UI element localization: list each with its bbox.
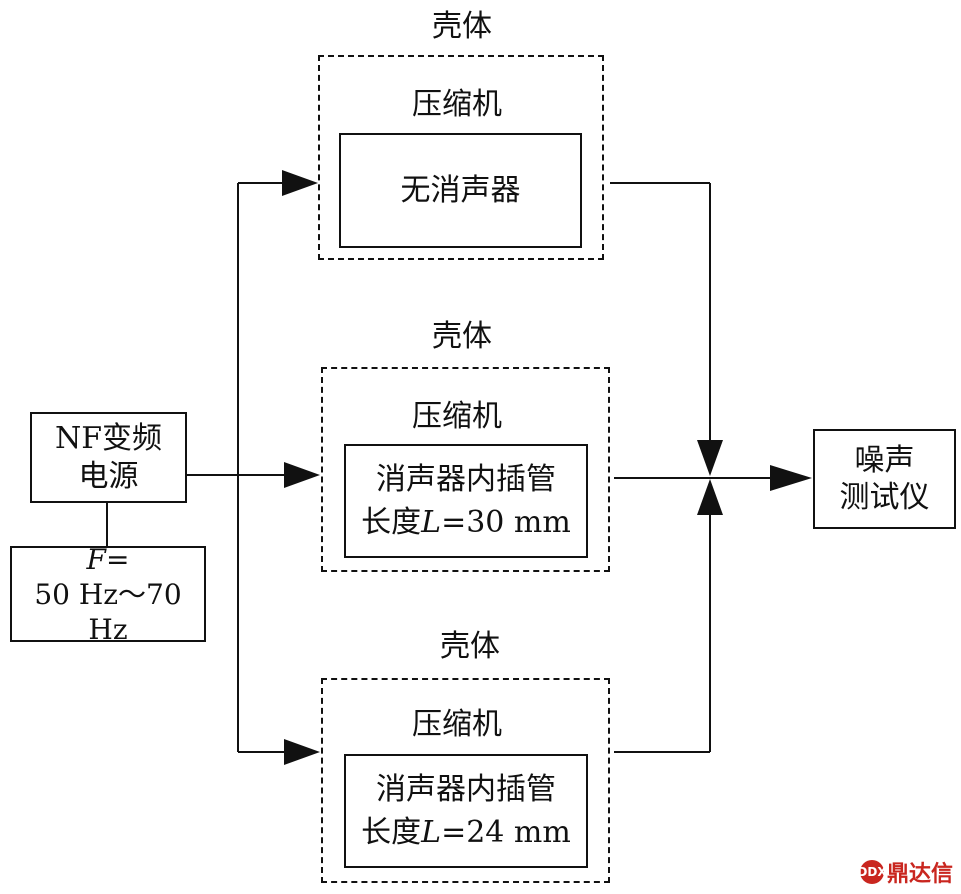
- muffler-desc-2-line1: 消声器内插管: [375, 461, 556, 497]
- shell-box-2: [321, 367, 610, 572]
- frequency-label: F=: [86, 542, 130, 576]
- frequency-box: F= 50 Hz～70 Hz: [10, 543, 206, 646]
- arrow-unit-1: [282, 170, 318, 196]
- power-supply-box: NF变频 电源: [30, 412, 187, 503]
- compressor-label-3: 压缩机: [412, 707, 502, 742]
- shell-label-1: 壳体: [432, 9, 492, 44]
- arrow-unit-3: [284, 739, 320, 765]
- arrow-to-meter: [770, 465, 812, 491]
- compressor-box-2: 消声器内插管 长度L=30 mm: [344, 444, 588, 558]
- noise-meter-box: 噪声 测试仪: [813, 429, 956, 529]
- shell-label-3: 壳体: [440, 629, 500, 664]
- shell-box-3: [321, 678, 610, 883]
- frequency-range: 50 Hz～70 Hz: [34, 577, 182, 646]
- watermark: DDX 鼎达信: [857, 856, 953, 888]
- shell-box-1: [318, 55, 604, 260]
- arrow-unit-2: [284, 462, 320, 488]
- arrow-up-to-junction: [697, 479, 723, 515]
- muffler-desc-3-line1: 消声器内插管: [375, 771, 556, 807]
- power-supply-line1: NF变频: [54, 421, 163, 456]
- muffler-desc-3-line2: 长度L=24 mm: [361, 815, 571, 850]
- watermark-text: 鼎达信: [886, 862, 953, 887]
- noise-meter-line2: 测试仪: [839, 480, 930, 515]
- compressor-label-2: 压缩机: [412, 399, 502, 434]
- muffler-desc-1: 无消声器: [400, 172, 521, 208]
- muffler-desc-2-line2: 长度L=30 mm: [361, 505, 571, 540]
- compressor-label-1: 压缩机: [412, 87, 502, 122]
- noise-meter-line1: 噪声: [854, 442, 915, 478]
- watermark-logo-icon: DDX: [857, 860, 887, 884]
- arrow-down-to-junction: [697, 440, 723, 476]
- compressor-box-1: 无消声器: [339, 133, 582, 248]
- shell-label-2: 壳体: [432, 319, 492, 354]
- compressor-box-3: 消声器内插管 长度L=24 mm: [344, 754, 588, 868]
- power-supply-line2: 电源: [78, 458, 139, 494]
